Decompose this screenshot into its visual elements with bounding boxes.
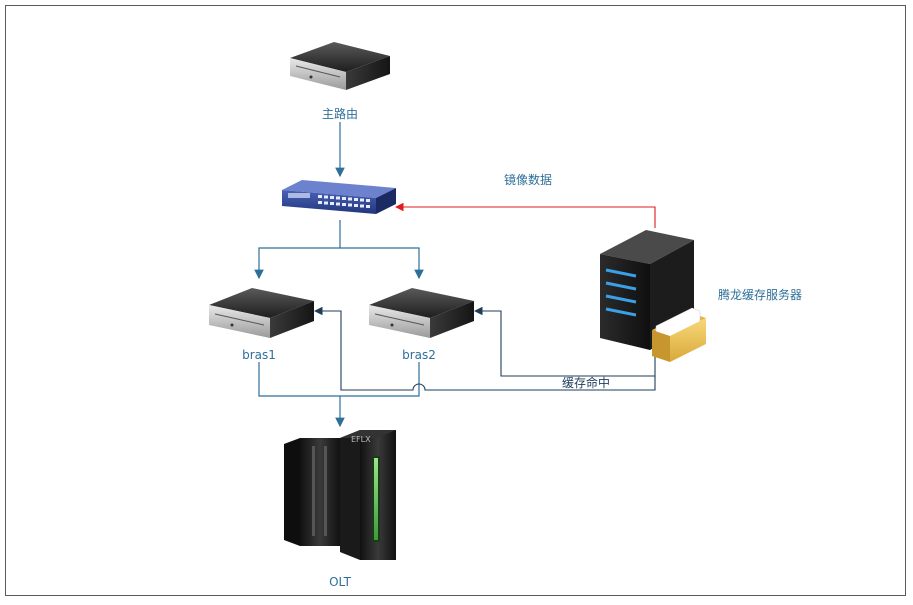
switch-device-icon [282,180,396,214]
cache-server-label: 腾龙缓存服务器 [718,287,802,302]
mirror-data-label: 镜像数据 [504,172,552,187]
bras2-device-icon [369,288,474,338]
link-bras2-to-olt [340,362,420,397]
folder-icon [652,307,706,362]
bras1-device-icon [209,288,314,338]
link-cache-hit-to-bras2 [473,306,656,377]
bras2-label: bras2 [402,348,436,362]
router-device-icon [290,42,390,90]
link-cache-hit-to-bras1 [313,306,656,391]
olt-device-icon: EFLX [284,430,396,560]
bras1-label: bras1 [242,348,276,362]
cache-hit-label: 缓存命中 [562,375,610,390]
link-bras1-to-olt [258,362,340,397]
link-switch-to-bras1 [254,220,341,280]
link-switch-to-bras2 [340,247,424,280]
olt-label: OLT [329,575,351,589]
link-mirror-data [394,202,656,228]
svg-text:EFLX: EFLX [351,435,371,444]
main-router-label: 主路由 [322,106,358,121]
